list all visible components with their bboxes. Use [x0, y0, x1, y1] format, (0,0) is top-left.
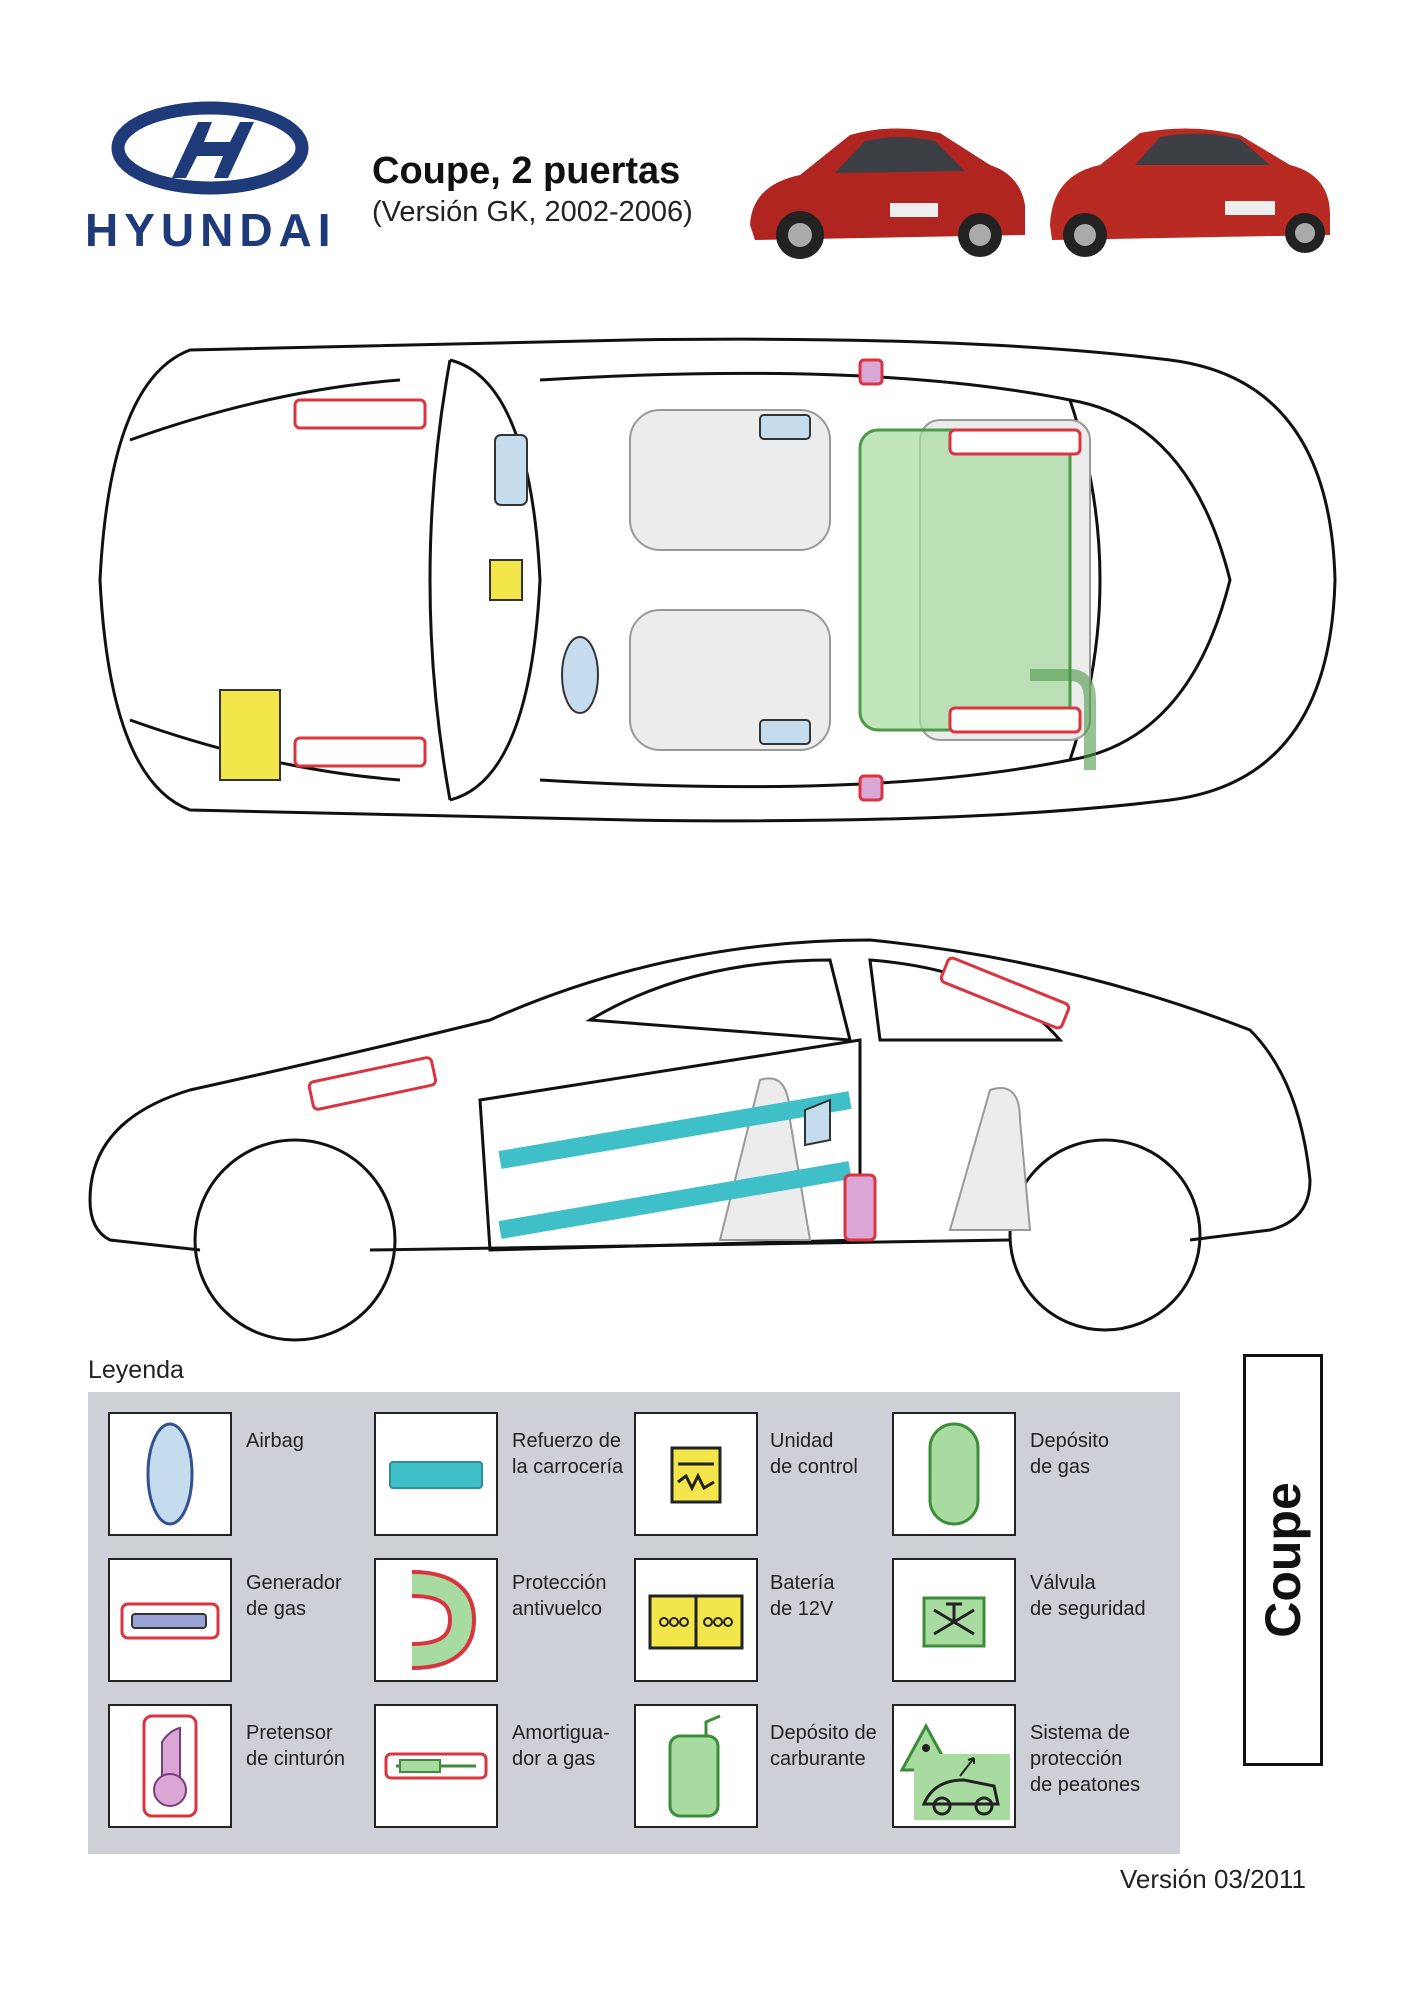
pretensioner-side — [843, 1173, 877, 1242]
gas-tank-region — [858, 428, 1072, 732]
tailgate-strut-right — [948, 706, 1082, 734]
windshield — [428, 358, 542, 802]
hood-strut-left — [293, 398, 427, 430]
rear-wheel — [1008, 1138, 1202, 1332]
legend-label: Pretensor de cinturón — [246, 1722, 345, 1770]
battery — [219, 689, 281, 781]
hood-strut-side — [307, 1056, 438, 1111]
page-subtitle: (Versión GK, 2002-2006) — [372, 196, 693, 228]
cabin-outline — [539, 371, 1102, 789]
legend-item-battery — [634, 1558, 758, 1682]
car-photos — [750, 128, 1330, 259]
tailgate-strut-side — [939, 956, 1071, 1030]
door-reinforcement-lower — [498, 1161, 852, 1239]
top-view-diagram — [98, 337, 1337, 823]
legend-label: Sistema de protección de peatones — [1030, 1722, 1141, 1796]
legend-label: Amortigua- dor a gas — [512, 1722, 610, 1770]
control-unit-icon — [670, 1446, 722, 1504]
front-wheel — [193, 1138, 397, 1342]
hyundai-logo — [111, 101, 309, 195]
fuel-tank-icon — [668, 1714, 721, 1818]
car-photo-front — [750, 128, 1025, 259]
legend-item-control-unit — [634, 1412, 758, 1536]
safety-valve-icon — [922, 1596, 986, 1648]
legend-label: Depósito de carburante — [770, 1722, 877, 1770]
side-airbag-right — [759, 719, 811, 745]
legend-item-fuel-tank — [634, 1704, 758, 1828]
version-label: Versión 03/2011 — [1120, 1864, 1306, 1894]
legend-item-gas-tank — [892, 1412, 1016, 1536]
side-airbag-seat — [804, 1098, 831, 1147]
airbag-steering — [561, 636, 599, 714]
legend-item-gas-strut — [374, 1704, 498, 1828]
side-airbag-left — [759, 414, 811, 440]
pedestrian-protection-icon — [899, 1722, 1010, 1820]
rear-window — [1069, 398, 1232, 762]
front-seat-right — [629, 609, 831, 751]
legend-label: Protección antivuelco — [512, 1572, 607, 1620]
model-tab: Coupe — [1243, 1354, 1323, 1766]
legend-label: Depósito de gas — [1030, 1430, 1109, 1478]
hood-strut-right — [293, 736, 427, 768]
legend-label: Válvula de seguridad — [1030, 1572, 1146, 1620]
pretensioner-left — [858, 358, 884, 386]
body-reinforcement-icon — [389, 1461, 483, 1489]
legend-item-pretensioner — [108, 1704, 232, 1828]
legend-item-airbag — [108, 1412, 232, 1536]
page-title: Coupe, 2 puertas — [372, 150, 681, 192]
legend-label: Airbag — [246, 1430, 304, 1452]
gas-generator-icon — [120, 1602, 220, 1640]
battery-icon — [648, 1594, 744, 1650]
legend-title: Leyenda — [88, 1356, 184, 1384]
body-outline-top — [98, 337, 1337, 823]
legend-item-rollover — [374, 1558, 498, 1682]
rollover-protection-icon — [411, 1570, 477, 1670]
legend-label: Unidad de control — [770, 1430, 858, 1478]
legend-item-gas-generator — [108, 1558, 232, 1682]
legend-label: Refuerzo de la carrocería — [512, 1430, 624, 1478]
legend-item-safety-valve — [892, 1558, 1016, 1682]
front-seat-left — [629, 409, 831, 551]
gas-strut-icon — [384, 1752, 488, 1780]
gas-tank-icon — [928, 1422, 980, 1526]
door-reinforcement-upper — [498, 1091, 852, 1169]
fuel-filler-pipe — [1030, 669, 1096, 770]
legend-label: Batería de 12V — [770, 1572, 835, 1620]
legend-item-reinforcement — [374, 1412, 498, 1536]
model-tab-label: Coupe — [1255, 1482, 1311, 1638]
control-unit — [489, 559, 523, 601]
airbag-passenger — [494, 434, 528, 506]
legend-label: Generador de gas — [246, 1572, 342, 1620]
belt-pretensioner-icon — [142, 1714, 198, 1818]
side-view-diagram — [88, 938, 1312, 1342]
car-photo-rear — [1050, 128, 1330, 257]
brand-name: HYUNDAI — [85, 204, 337, 256]
pretensioner-right — [858, 774, 884, 802]
airbag-icon — [146, 1422, 194, 1526]
tailgate-strut-left — [948, 428, 1082, 456]
legend-item-pedestrian — [892, 1704, 1016, 1828]
legend-panel: Airbag Refuerzo de la carrocería Unidad … — [88, 1392, 1180, 1854]
